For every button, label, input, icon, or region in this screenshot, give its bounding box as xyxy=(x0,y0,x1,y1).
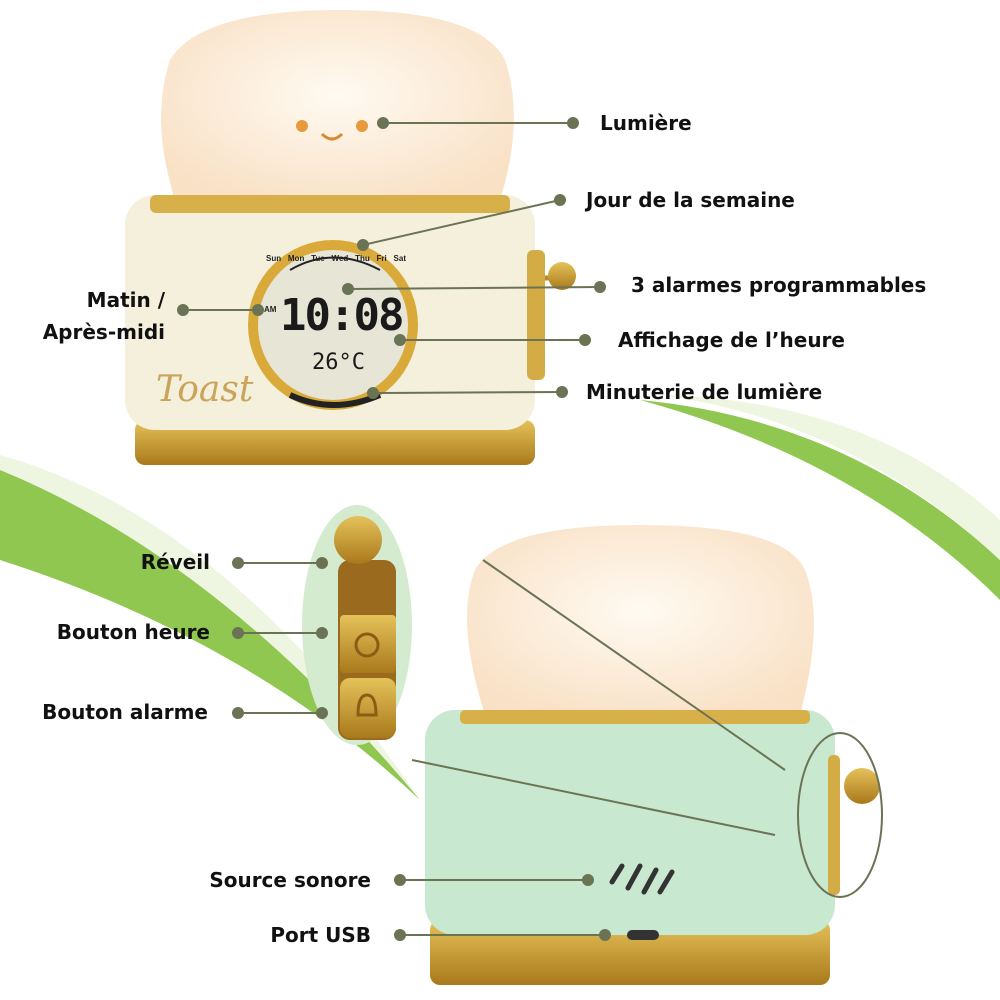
day-fri: Fri xyxy=(376,254,387,263)
label-usb-port: Port USB xyxy=(270,923,371,947)
label-alarms: 3 alarmes programmables xyxy=(631,273,927,297)
day-mon: Mon xyxy=(287,254,305,263)
top-toaster xyxy=(125,10,576,465)
label-light: Lumière xyxy=(600,111,692,135)
label-sound-source: Source sonore xyxy=(209,868,371,892)
label-wake: Réveil xyxy=(140,550,210,574)
day-sun: Sun xyxy=(266,254,282,263)
temperature-readout: 26°C xyxy=(312,350,365,375)
brand-logo: Toast xyxy=(156,369,254,410)
bottom-toaster xyxy=(411,525,883,985)
clock-days: Sun Mon Tue Wed Thu Fri Sat xyxy=(266,254,406,263)
green-swoosh xyxy=(0,470,420,800)
day-tue: Tue xyxy=(311,254,325,263)
green-swoosh xyxy=(660,395,1000,560)
label-am-pm-1: Matin / xyxy=(86,288,165,312)
label-alarm-button: Bouton alarme xyxy=(42,700,208,724)
label-hour-button: Bouton heure xyxy=(56,620,210,644)
day-sat: Sat xyxy=(393,254,406,263)
day-wed: Wed xyxy=(331,254,349,263)
day-thu: Thu xyxy=(355,254,370,263)
leader-lines xyxy=(177,117,611,941)
label-weekday: Jour de la semaine xyxy=(586,188,795,212)
side-buttons-closeup xyxy=(302,505,412,745)
label-am-pm-2: Après-midi xyxy=(42,320,165,344)
label-time-display: Affichage de l’heure xyxy=(618,328,845,352)
am-indicator: AM xyxy=(264,305,277,314)
time-readout: 10:08 xyxy=(280,290,404,341)
label-light-timer: Minuterie de lumière xyxy=(586,380,823,404)
